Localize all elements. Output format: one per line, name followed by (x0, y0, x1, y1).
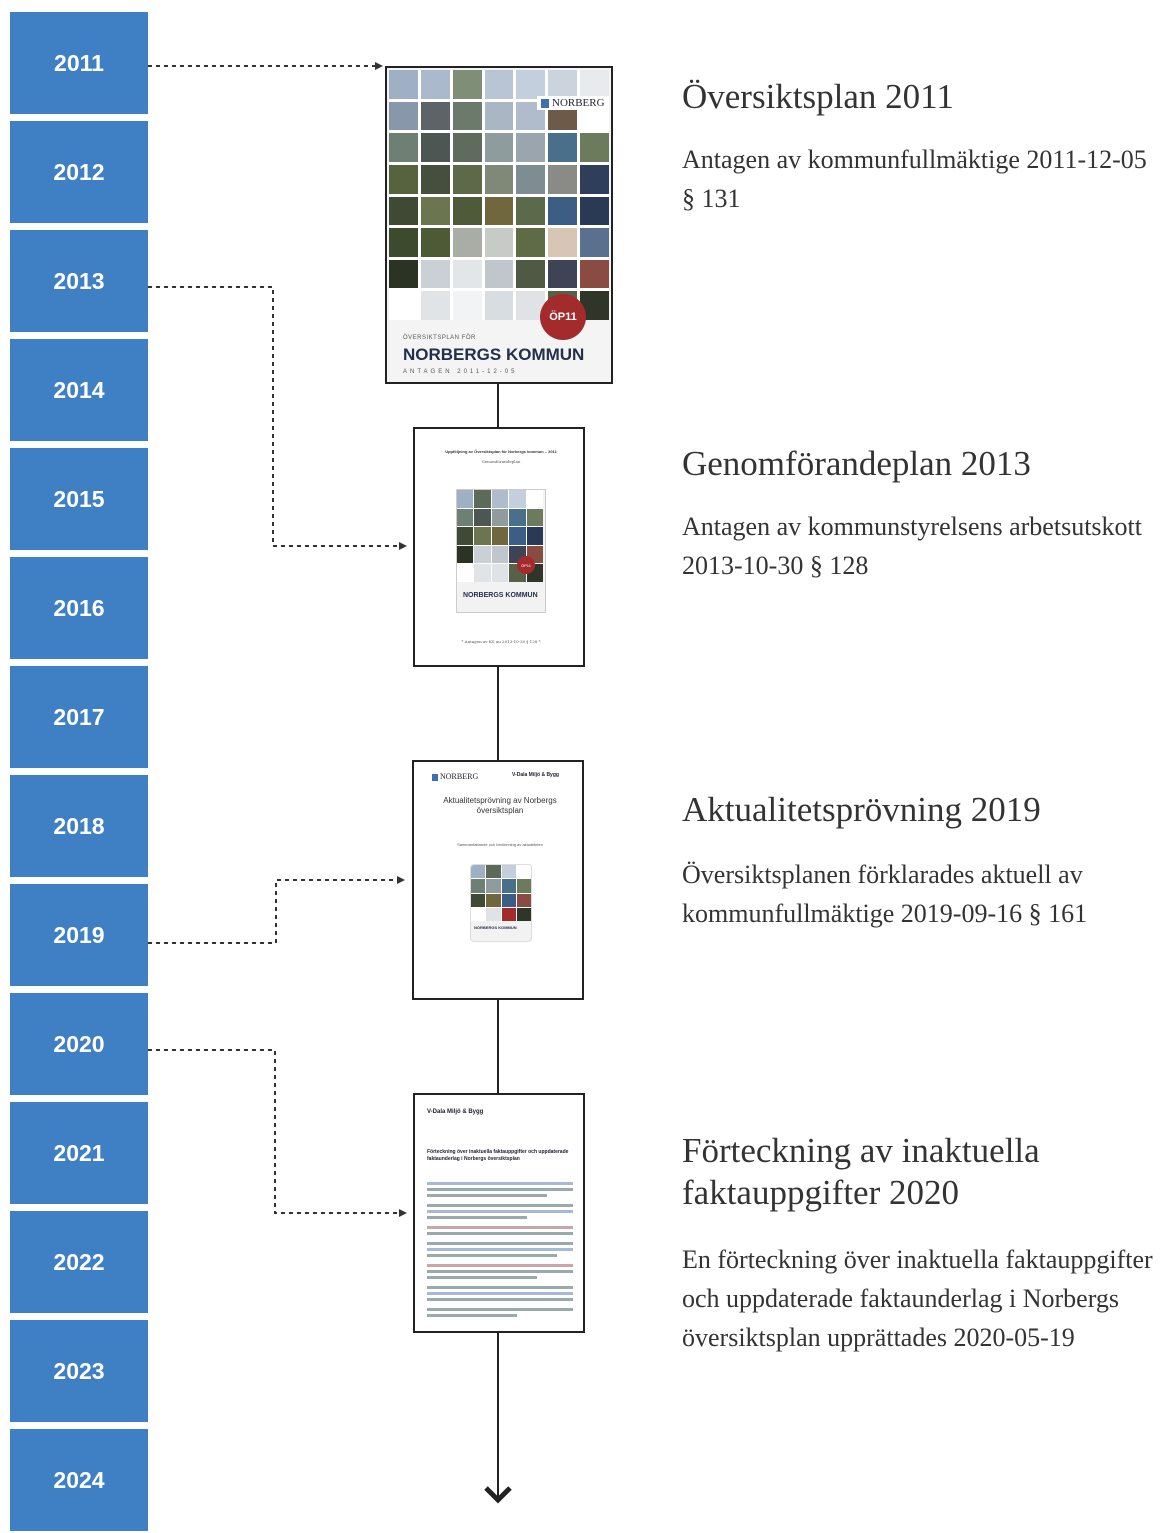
org-name: V-Dala Miljö & Bygg (512, 772, 559, 778)
entry-desc-2019: Översiktsplanen förklarades aktuell av k… (682, 860, 1088, 928)
entry-desc-2013: Antagen av kommunstyrelsens arbetsutskot… (682, 512, 1142, 580)
year-2022: 2022 (10, 1211, 148, 1313)
entry-desc-2011: Antagen av kommunfullmäktige 2011-12-05 … (682, 145, 1147, 213)
op11-badge: ÖP11 (540, 294, 586, 340)
cover-main-title: NORBERGS KOMMUN (403, 345, 585, 364)
doc-subtitle: Sammanfattande och bedömning av aktualit… (457, 842, 543, 847)
document-ft2020: V-Dala Miljö & Bygg Förteckning över ina… (413, 1093, 585, 1333)
year-2013: 2013 (10, 230, 148, 332)
cover-overline: ÖVERSIKTSPLAN FÖR (403, 335, 476, 341)
cover-thumbnail: ÖP11 NORBERGS KOMMUN (456, 489, 546, 613)
cover-thumbnail: NORBERGS KOMMUN (470, 864, 532, 942)
arrowhead-2019 (397, 876, 405, 884)
connector-2020 (148, 1049, 400, 1214)
entry-title-2013: Genomförandeplan 2013 (682, 444, 1031, 483)
year-2011: 2011 (10, 12, 148, 114)
arrowhead-2013 (399, 542, 407, 550)
year-2017: 2017 (10, 666, 148, 768)
year-2016: 2016 (10, 557, 148, 659)
entry-title-2020: Förteckning av inaktuella faktauppgifter… (682, 1131, 1040, 1212)
org-name: V-Dala Miljö & Bygg (427, 1109, 484, 1115)
doc-title: Aktualitetsprövning av Norbergs översikt… (443, 796, 557, 816)
year-2012: 2012 (10, 121, 148, 223)
connector-2013 (148, 286, 400, 547)
cover-subtitle: ANTAGEN 2011-12-05 (403, 369, 518, 375)
year-2018: 2018 (10, 775, 148, 877)
entry-title-2019: Aktualitetsprövning 2019 (682, 790, 1041, 829)
timeline-end-arrow (484, 1486, 512, 1504)
year-2014: 2014 (10, 339, 148, 441)
year-2019: 2019 (10, 884, 148, 986)
thumb-title: NORBERGS KOMMUN (463, 592, 538, 599)
document-op2011: NORBERG ÖP11 ÖVERSIKTSPLAN FÖR NORBERGS … (385, 66, 613, 384)
document-gp2013: Uppföljning av Översiktsplan för Norberg… (413, 427, 585, 667)
year-2021: 2021 (10, 1102, 148, 1204)
year-2015: 2015 (10, 448, 148, 550)
arrowhead-2011 (375, 62, 383, 70)
thumb-title: NORBERGS KOMMUN (474, 925, 517, 930)
doc-header: Uppföljning av Översiktsplan för Norberg… (445, 449, 557, 454)
doc-subheader: Genomförandeplan (481, 459, 521, 464)
body-text-lines (421, 1179, 579, 1320)
year-2024: 2024 (10, 1429, 148, 1531)
year-2023: 2023 (10, 1320, 148, 1422)
document-ap2019: NORBERG V-Dala Miljö & Bygg Aktualitetsp… (412, 760, 584, 1000)
connector-2019 (148, 879, 398, 944)
year-2020: 2020 (10, 993, 148, 1095)
doc-title: Förteckning över inaktuella faktauppgift… (427, 1149, 569, 1162)
brand-logo: NORBERG (432, 772, 478, 781)
entry-title-2011: Översiktsplan 2011 (682, 77, 954, 116)
arrowhead-2020 (399, 1209, 407, 1217)
doc-footer: * Antagen av KS au 2013-10-30 § 128 * (461, 639, 541, 644)
op11-badge-small: ÖP11 (517, 556, 535, 574)
entry-desc-2020: En förteckning över inaktuella faktauppg… (682, 1245, 1153, 1352)
brand-logo: NORBERG (537, 96, 609, 110)
